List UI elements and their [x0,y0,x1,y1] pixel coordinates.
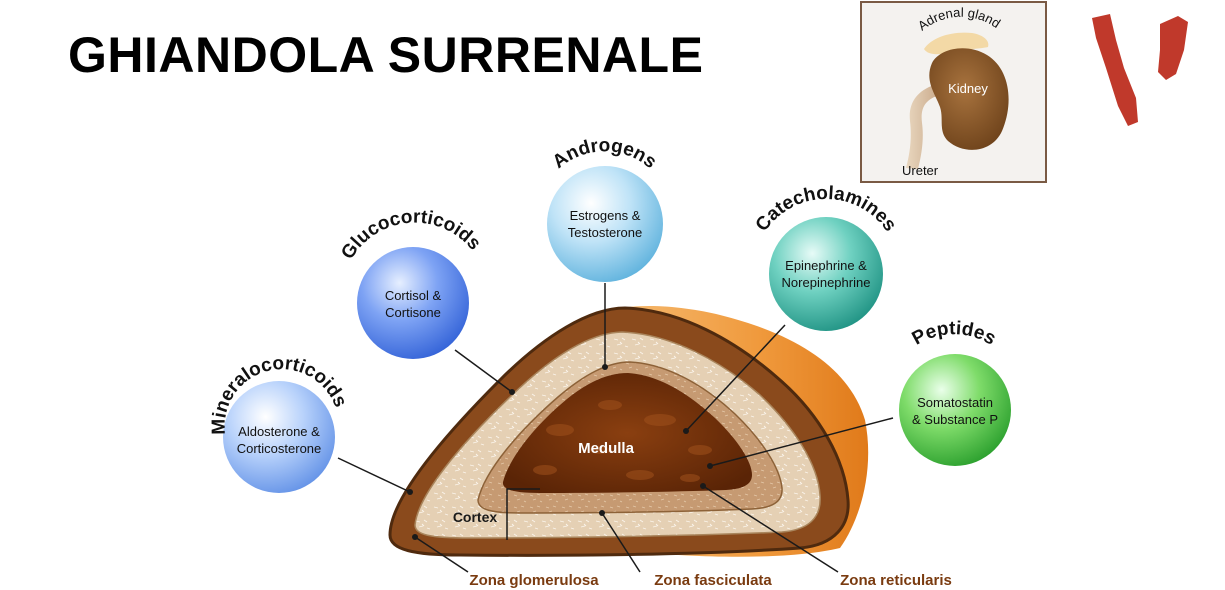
kidney-label: Kidney [948,81,988,96]
sphere-text-line2: & Substance P [912,412,998,427]
logo-stroke-right [1158,16,1188,80]
sphere-text-line1: Estrogens & [570,208,641,223]
sphere-glucocorticoids: Cortisol & Cortisone [357,247,469,359]
group-label-peptides: Peptides [909,318,1000,350]
leader-lines [337,283,894,573]
leader-dots [407,364,713,540]
kidney-shape [929,48,1009,150]
sphere-text-line2: Corticosterone [237,441,322,456]
sphere-mineralocorticoids: Aldosterone & Corticosterone [223,381,335,493]
zona-glomerulosa-label: Zona glomerulosa [469,572,599,589]
cortex-label: Cortex [453,509,498,525]
adrenal-gland-label: Adrenal gland [915,5,1003,34]
sphere-text-line2: Cortisone [385,305,441,320]
ureter-shape [906,85,940,169]
zona-reticularis-label: Zona reticularis [840,572,952,589]
sphere-catecholamines: Epinephrine & Norepinephrine [769,217,883,331]
sphere-text-line1: Somatostatin [917,395,993,410]
page-title: GHIANDOLA SURRENALE [68,27,704,83]
v-logo [1092,14,1188,126]
sphere-androgens: Estrogens & Testosterone [547,166,663,282]
kidney-inset: Adrenal gland Kidney Ureter [860,1,1047,183]
medulla-texture [533,400,712,482]
kidney-inset-drawing: Adrenal gland Kidney Ureter [902,5,1009,178]
medulla-label: Medulla [578,440,634,457]
zona-fasciculata-label: Zona fasciculata [654,572,772,589]
sphere-text-line1: Cortisol & [385,288,442,303]
medulla-area [502,373,752,493]
logo-stroke-left [1092,14,1138,126]
sphere-peptides: Somatostatin & Substance P [899,354,1011,466]
adrenal-gland-cross-section [388,305,869,557]
sphere-text-line1: Aldosterone & [238,424,320,439]
ureter-label: Ureter [902,163,939,178]
sphere-text-line2: Norepinephrine [782,275,871,290]
adrenal-gland-shape [924,32,989,55]
sphere-text-line2: Testosterone [568,225,642,240]
sphere-text-line1: Epinephrine & [785,258,867,273]
